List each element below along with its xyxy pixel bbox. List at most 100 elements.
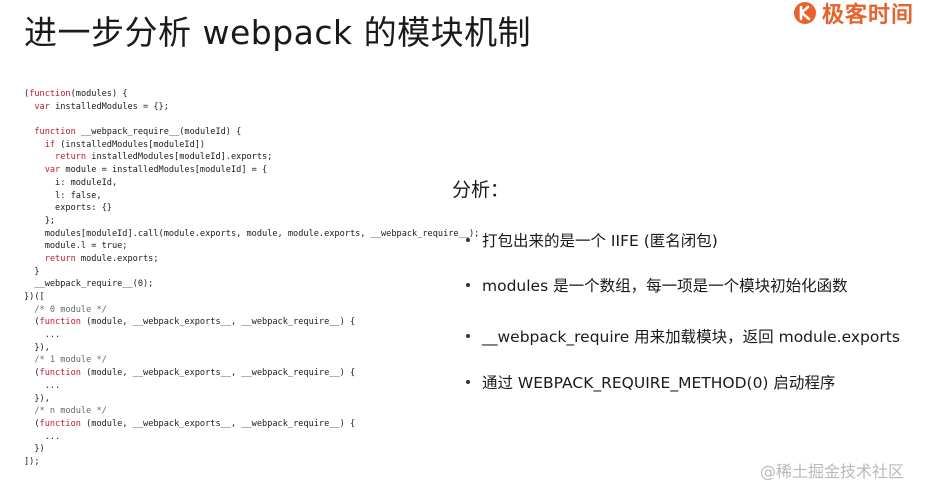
code-text (24, 127, 34, 137)
code-line: }), (24, 342, 479, 355)
code-line: } (24, 266, 479, 279)
code-text: installedModules[moduleId].exports; (86, 152, 273, 163)
code-text (24, 254, 45, 264)
code-line: var installedModules = {}; (24, 101, 479, 114)
bullet-item: __webpack_require 用来加载模块，返回 module.expor… (466, 325, 900, 347)
code-text: }; (24, 215, 56, 226)
code-line: (function (module, __webpack_exports__, … (24, 367, 479, 380)
code-line: ... (24, 431, 479, 444)
code-line: })([ (24, 291, 479, 304)
code-text: __webpack_require__(0); (24, 279, 154, 290)
code-text (24, 140, 45, 150)
code-text: ( (24, 317, 40, 328)
code-text: ( (24, 368, 40, 379)
bullet-text: modules 是一个数组，每一项是一个模块初始化函数 (482, 277, 848, 295)
code-keyword: function (34, 127, 76, 138)
code-line: l: false, (24, 190, 479, 203)
code-text: (installedModules[moduleId]) (55, 139, 206, 150)
code-text: installedModules = {}; (49, 101, 169, 112)
code-text (24, 102, 34, 112)
code-text: ... (24, 330, 61, 341)
watermark: @稀土掘金技术社区 (760, 462, 905, 481)
code-text (24, 165, 45, 175)
code-text: ... (24, 431, 61, 442)
code-line: modules[moduleId].call(module.exports, m… (24, 228, 480, 241)
bullet-item: 打包出来的是一个 IIFE (匿名闭包) (466, 229, 718, 251)
bullet-item: 通过 WEBPACK_REQUIRE_METHOD(0) 启动程序 (466, 371, 835, 393)
code-text: module.l = true; (24, 241, 128, 252)
analysis-heading: 分析： (452, 179, 510, 201)
code-text: l: false, (24, 190, 102, 201)
code-text: (module, __webpack_exports__, __webpack_… (80, 418, 356, 429)
code-text (24, 305, 34, 315)
code-line: }; (24, 215, 479, 228)
code-line: if (installedModules[moduleId]) (24, 139, 479, 152)
code-text: (module, __webpack_exports__, __webpack_… (80, 368, 356, 379)
code-line: ]); (24, 456, 479, 469)
code-line: (function (module, __webpack_exports__, … (24, 316, 479, 329)
code-line: ... (24, 380, 479, 393)
bullet-text: __webpack_require 用来加载模块，返回 module.expor… (482, 328, 900, 346)
code-text: __webpack_require__(moduleId) { (75, 127, 242, 138)
code-line: /* 1 module */ (24, 354, 479, 367)
code-text: ... (24, 380, 61, 391)
code-keyword: function (39, 317, 81, 328)
code-text: exports: {} (24, 203, 112, 214)
geektime-logo: 极客时间 (792, 0, 915, 28)
code-line: return module.exports; (24, 253, 479, 266)
code-comment: /* 1 module */ (34, 355, 107, 366)
code-text: }), (24, 393, 50, 404)
code-line: var module = installedModules[moduleId] … (24, 164, 479, 177)
code-keyword: function (39, 368, 81, 379)
code-keyword: function (39, 418, 81, 429)
bullet-dot-icon (466, 283, 470, 287)
code-keyword: var (44, 165, 61, 176)
code-text: })([ (24, 292, 45, 302)
code-line: ... (24, 329, 479, 342)
bullet-item: modules 是一个数组，每一项是一个模块初始化函数 (466, 274, 848, 296)
code-text: i: moduleId, (24, 177, 118, 188)
code-text: module = installedModules[moduleId] = { (60, 165, 268, 176)
code-line: (function(modules) { (24, 88, 479, 101)
code-line: __webpack_require__(0); (24, 278, 479, 291)
code-line: function __webpack_require__(moduleId) { (24, 126, 479, 139)
code-line: /* 0 module */ (24, 304, 479, 317)
code-line: }) (24, 443, 479, 456)
code-text: modules[moduleId].call(module.exports, m… (24, 228, 480, 239)
code-text: ( (24, 418, 40, 429)
code-keyword: function (29, 89, 71, 99)
logo-text: 极客时间 (822, 3, 915, 28)
code-text (24, 406, 34, 416)
bullet-dot-icon (466, 334, 470, 338)
code-line: }), (24, 393, 479, 406)
code-line (24, 113, 479, 126)
geektime-logo-icon (794, 2, 816, 24)
code-text: ( (24, 89, 30, 99)
code-comment: /* 0 module */ (34, 304, 107, 315)
code-block: (function(modules) { var installedModule… (24, 88, 479, 469)
code-comment: /* n module */ (34, 406, 107, 417)
code-text: ]); (24, 456, 40, 467)
code-text: (module, __webpack_exports__, __webpack_… (80, 317, 356, 328)
bullet-text: 打包出来的是一个 IIFE (匿名闭包) (482, 232, 718, 250)
code-line: i: moduleId, (24, 177, 479, 190)
code-text (24, 152, 55, 162)
code-text: } (24, 266, 40, 277)
slide-title: 进一步分析 webpack 的模块机制 (24, 13, 532, 52)
code-keyword: return (55, 152, 87, 163)
bullet-dot-icon (466, 238, 470, 242)
bullet-text: 通过 WEBPACK_REQUIRE_METHOD(0) 启动程序 (482, 374, 836, 392)
code-keyword: var (34, 101, 50, 112)
code-line: exports: {} (24, 202, 479, 215)
code-line: (function (module, __webpack_exports__, … (24, 418, 479, 431)
code-text: }) (24, 444, 45, 455)
code-line: /* n module */ (24, 405, 479, 418)
bullet-dot-icon (466, 380, 470, 384)
code-text: module.exports; (75, 253, 159, 264)
code-keyword: return (44, 253, 76, 264)
code-text: (modules) { (70, 89, 128, 99)
code-line: return installedModules[moduleId].export… (24, 151, 479, 164)
code-line: module.l = true; (24, 240, 479, 253)
code-keyword: if (44, 139, 56, 150)
code-text (24, 355, 34, 365)
